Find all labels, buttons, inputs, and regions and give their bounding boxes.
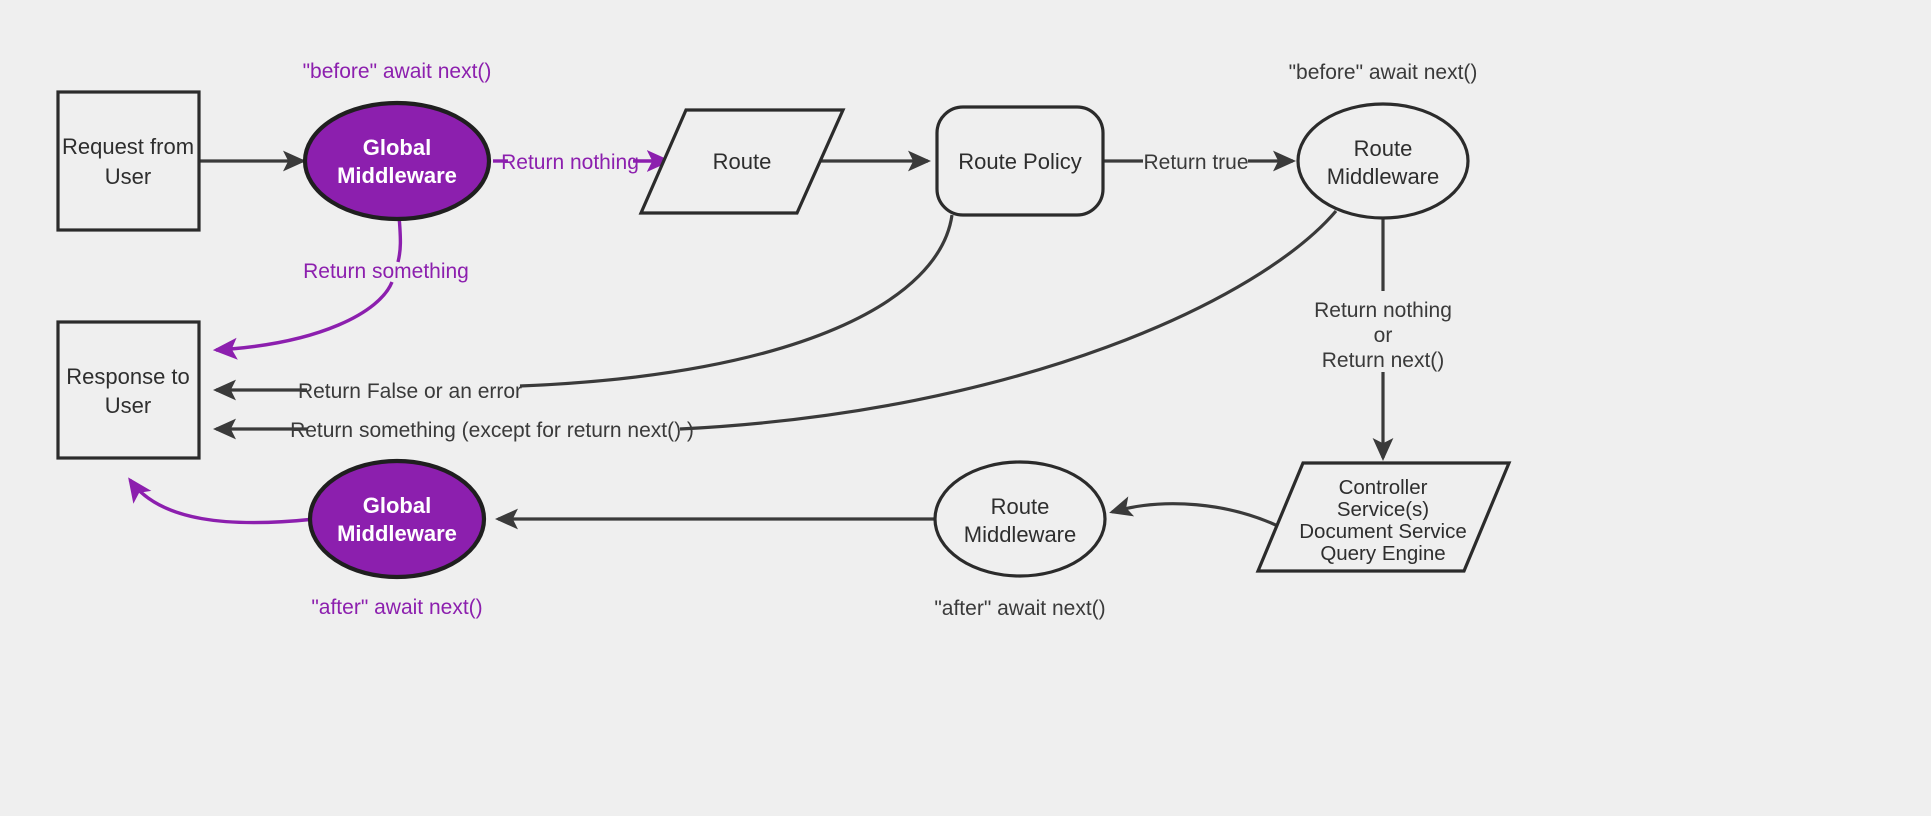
edge-label-return-true: Return true — [1143, 151, 1248, 174]
edge-route-middleware-to-response: Return something (except for return next… — [213, 209, 1338, 442]
edge-route-policy-to-response: Return False or an error — [213, 214, 954, 403]
node-response-to-user-label-1: Response to — [66, 364, 190, 389]
node-global-middleware-after[interactable]: Global Middleware — [307, 458, 487, 580]
node-global-middleware-after-label-2: Middleware — [337, 521, 457, 546]
edge-global-middleware-to-response: Return something — [212, 215, 469, 360]
edge-label-return-nothing-line3: Return next() — [1322, 349, 1445, 372]
node-response-to-user[interactable]: Response to User — [56, 320, 201, 460]
annotation-after-await-next-global: "after" await next() — [311, 596, 482, 619]
node-route-middleware-after-label-2: Middleware — [964, 522, 1077, 547]
edge-controller-to-route-middleware-after — [1109, 496, 1291, 534]
edge-label-return-false-or-error: Return False or an error — [298, 380, 522, 403]
edge-label-return-something-except: Return something (except for return next… — [290, 419, 694, 442]
node-route-middleware-before-label-2: Middleware — [1327, 164, 1440, 189]
annotation-before-await-next-route: "before" await next() — [1289, 61, 1478, 84]
node-global-middleware-after-label-1: Global — [363, 493, 431, 518]
annotation-after-await-next-route: "after" await next() — [934, 597, 1105, 620]
node-controller-service-label-1: Controller — [1339, 476, 1428, 499]
node-controller-service-label-2: Service(s) — [1337, 498, 1429, 521]
node-route-middleware-after-label-1: Route — [991, 494, 1050, 519]
node-controller-service[interactable]: Controller Service(s) Document Service Q… — [1255, 461, 1512, 573]
node-global-middleware-before-label-2: Middleware — [337, 163, 457, 188]
node-route-policy-label: Route Policy — [958, 149, 1082, 174]
node-global-middleware-before-label-1: Global — [363, 135, 431, 160]
edge-global-middleware-after-to-response — [128, 477, 316, 525]
edge-label-return-nothing-line2: or — [1374, 324, 1393, 347]
edge-route-policy-to-route-middleware: Return true — [1103, 150, 1296, 174]
node-controller-service-label-4: Query Engine — [1320, 542, 1445, 565]
node-request-from-user[interactable]: Request from User — [56, 90, 201, 232]
edge-route-middleware-to-controller: Return nothing or Return next() — [1314, 216, 1452, 461]
annotation-before-await-next-global: "before" await next() — [303, 60, 492, 83]
node-route-middleware-before[interactable]: Route Middleware — [1296, 102, 1470, 220]
node-route[interactable]: Route — [638, 108, 846, 215]
edge-label-return-something: Return something — [303, 260, 469, 283]
node-route-label: Route — [713, 149, 772, 174]
node-route-policy[interactable]: Route Policy — [935, 105, 1105, 217]
edge-label-return-nothing: Return nothing — [501, 151, 639, 174]
node-global-middleware-before[interactable]: Global Middleware — [302, 100, 492, 222]
node-response-to-user-label-2: User — [105, 393, 151, 418]
node-request-from-user-label-1: Request from — [62, 134, 194, 159]
edge-global-middleware-to-route: Return nothing — [493, 149, 672, 174]
node-controller-service-label-3: Document Service — [1299, 520, 1466, 543]
edge-label-return-nothing-line1: Return nothing — [1314, 299, 1452, 322]
node-route-middleware-before-label-1: Route — [1354, 136, 1413, 161]
node-route-middleware-after[interactable]: Route Middleware — [933, 460, 1107, 578]
node-request-from-user-label-2: User — [105, 164, 151, 189]
